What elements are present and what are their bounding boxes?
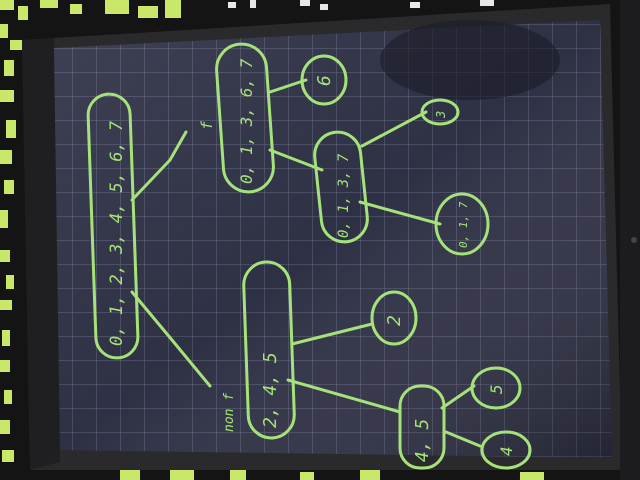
edge-root-right — [130, 290, 212, 388]
desk-edge-right — [620, 0, 640, 480]
tree-labels: 0, 1, 2, 3, 4, 5, 6, 7 f non f 0, 1, 3, … — [107, 58, 516, 462]
node-right — [242, 260, 296, 440]
label-left-right: 0, 1, 3, 7 — [336, 153, 352, 238]
edge-45-5 — [440, 384, 476, 410]
desk-pattern-light — [228, 0, 494, 10]
edge-left-6 — [268, 78, 308, 94]
edge-245-2 — [290, 322, 374, 346]
node-root — [86, 92, 140, 360]
reflection-shadow — [380, 20, 560, 100]
node-left-right — [313, 130, 369, 244]
label-left-left: 6 — [314, 75, 335, 86]
tree-edges — [130, 78, 482, 448]
label-rr-right: 4 — [497, 446, 516, 456]
node-rr-left — [470, 366, 522, 410]
label-edge-right: non f — [222, 393, 237, 432]
node-lr-right — [434, 192, 490, 256]
edge-245-45 — [286, 378, 402, 414]
node-left — [215, 42, 275, 194]
label-root: 0, 1, 2, 3, 4, 5, 6, 7 — [107, 120, 127, 346]
edge-0137-3 — [360, 110, 428, 148]
label-right-left: 2 — [384, 315, 405, 326]
tablet-camera — [631, 237, 637, 243]
node-right-right — [398, 384, 446, 470]
node-right-left — [370, 290, 418, 346]
label-lr-right: 0, 1, 7 — [457, 201, 470, 248]
label-rr-left: 5 — [487, 384, 506, 394]
tablet-side-edge — [22, 38, 60, 470]
label-left: 0, 1, 3, 6, 7 — [237, 58, 256, 184]
label-lr-left: 3 — [434, 111, 448, 119]
desk-pattern — [0, 0, 544, 480]
node-lr-left — [420, 98, 460, 126]
edge-left-0137 — [268, 148, 324, 172]
edge-0137-017 — [358, 200, 442, 226]
tree-nodes — [86, 42, 532, 470]
label-right-right: 4, 5 — [412, 419, 433, 462]
label-edge-left: f — [198, 120, 216, 130]
edge-45-4 — [444, 430, 482, 448]
edge-root-left — [130, 130, 188, 202]
node-left-left — [300, 54, 348, 106]
label-right: 2, 4, 5 — [260, 352, 281, 428]
node-rr-right — [480, 430, 532, 470]
